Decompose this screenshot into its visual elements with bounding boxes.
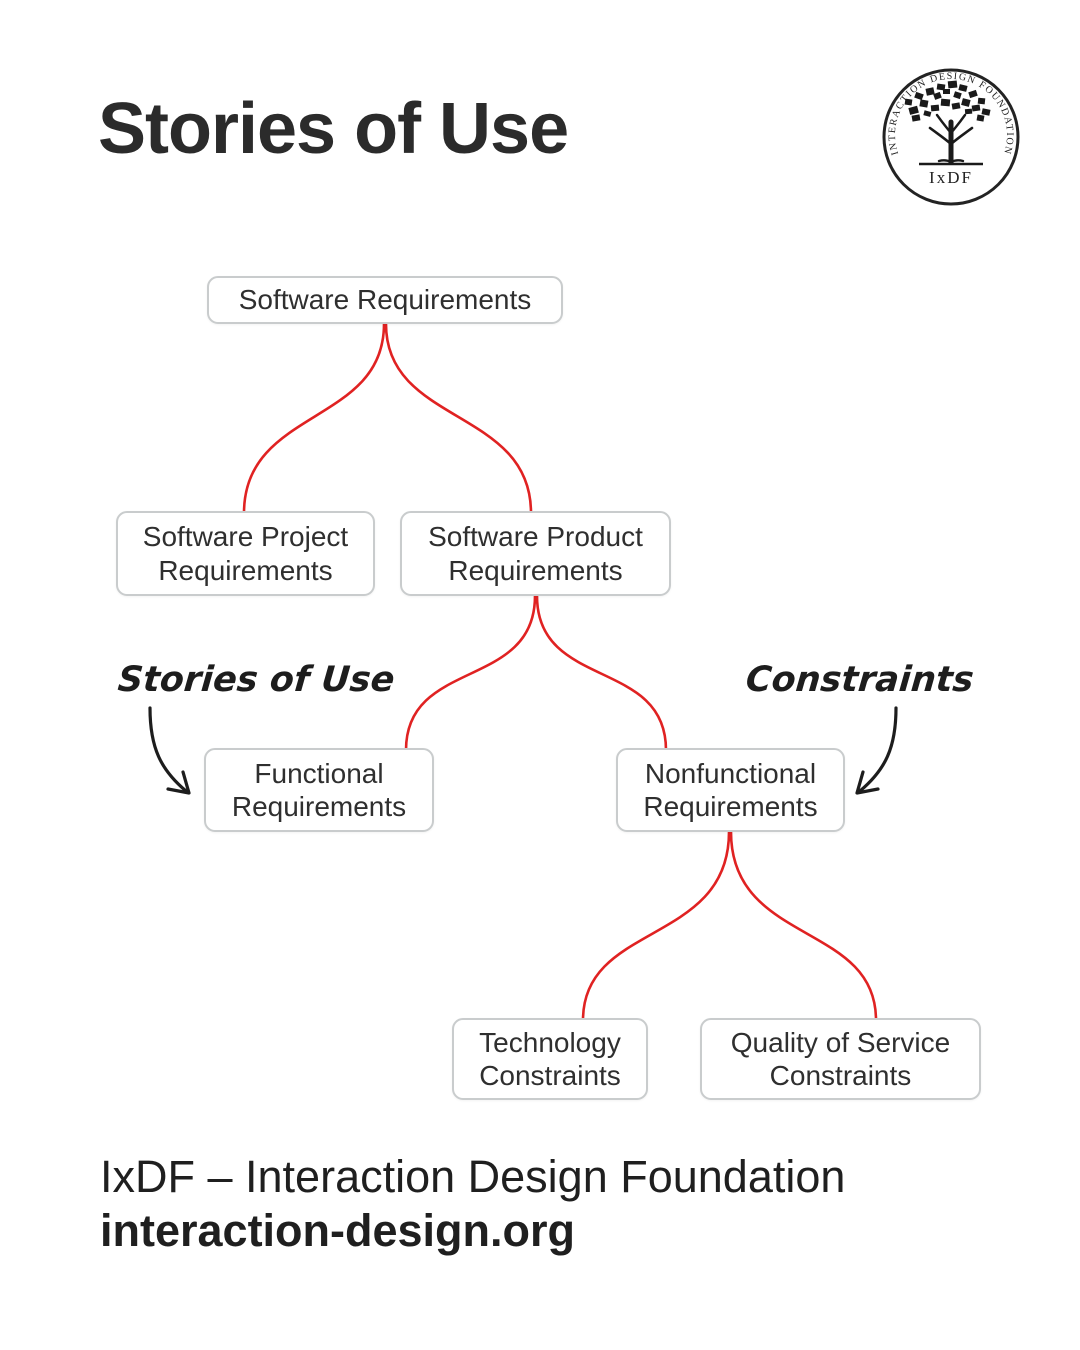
node-quality-of-service-constraints: Quality of Service Constraints	[700, 1018, 981, 1100]
footer: IxDF – Interaction Design Foundation int…	[100, 1150, 845, 1258]
annotation-arrowhead-constraints	[855, 770, 880, 795]
annotation-stories-of-use: Stories of Use	[116, 660, 397, 700]
node-nonfunctional-requirements: Nonfunctional Requirements	[616, 748, 845, 832]
edge-nonfunctional-to-technology	[581, 830, 731, 1022]
edge-software-to-project	[242, 322, 386, 515]
footer-org-url: interaction-design.org	[100, 1205, 576, 1256]
annotation-arrow-constraints	[858, 706, 898, 793]
annotation-constraints: Constraints	[744, 660, 976, 700]
edge-product-to-functional	[404, 594, 537, 752]
logo-ring	[882, 68, 1020, 206]
node-technology-constraints: Technology Constraints	[452, 1018, 648, 1100]
ixdf-logo: INTERACTION DESIGN FOUNDATION	[882, 68, 1020, 206]
node-software-requirements: Software Requirements	[207, 276, 563, 324]
edge-software-to-product	[384, 322, 533, 515]
annotation-arrow-stories-of-use	[148, 706, 188, 793]
logo-monogram: IxDF	[929, 168, 973, 187]
logo-tree-icon	[928, 113, 974, 165]
node-functional-requirements: Functional Requirements	[204, 748, 434, 832]
footer-org-name: IxDF – Interaction Design Foundation	[100, 1151, 846, 1202]
node-software-project-requirements: Software Project Requirements	[116, 511, 375, 596]
edge-nonfunctional-to-quality	[729, 830, 878, 1022]
edge-product-to-nonfunctional	[535, 594, 668, 752]
page-title: Stories of Use	[98, 89, 569, 169]
annotation-arrowhead-stories-of-use	[166, 770, 191, 795]
node-software-product-requirements: Software Product Requirements	[400, 511, 671, 596]
logo-tree-leaves	[904, 80, 991, 122]
